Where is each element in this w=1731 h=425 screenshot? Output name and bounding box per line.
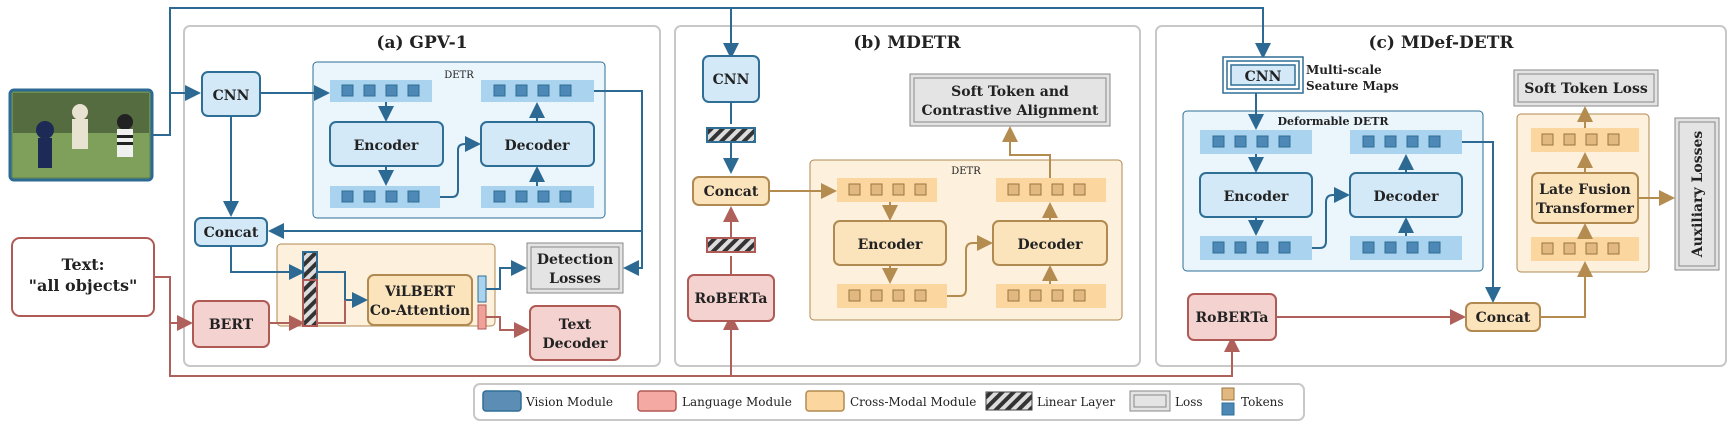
mdetr-roberta-box: [687, 274, 775, 322]
legend-loss-swatch: [1129, 390, 1171, 412]
legend-linear-swatch: [985, 391, 1033, 411]
bert-label: BERT: [209, 317, 254, 333]
mdef-encoder-label: Encoder: [1224, 189, 1289, 205]
legend-vision-label: Vision Module: [525, 395, 613, 409]
mdetr-detr-label: DETR: [951, 166, 981, 177]
mdef-decoder-label: Decoder: [1374, 189, 1440, 205]
mdetr-encoder-label: Encoder: [858, 237, 923, 253]
legend-vision-token-swatch: [1221, 402, 1235, 416]
text-input-line1: Text:: [61, 255, 104, 274]
gpv1-detr-label: DETR: [444, 70, 474, 81]
gpv1-encoder-label: Encoder: [354, 138, 419, 154]
late-fusion-line1: Late Fusion: [1539, 182, 1631, 198]
mdetr-cross-modal-arrows: [769, 126, 1058, 297]
vilbert-co-attention-box: [367, 274, 473, 326]
text-decoder-line2: Decoder: [543, 336, 609, 352]
legend-language-swatch: [637, 390, 677, 412]
mdef-token-squares: [1212, 135, 1441, 254]
vilbert-vision-output-token: [477, 275, 487, 303]
detection-losses-line1: Detection: [537, 252, 613, 268]
legend-vision-swatch: [482, 390, 522, 412]
vilbert-label-line1: ViLBERT: [384, 284, 456, 300]
late-fusion-line2: Transformer: [1536, 201, 1634, 217]
mdetr-concat-label: Concat: [704, 184, 759, 200]
vilbert-language-output-token: [477, 304, 487, 330]
text-input-line2: "all objects": [29, 276, 138, 295]
mdef-cnn-box: [1222, 56, 1304, 94]
legend-cross-token-swatch: [1221, 387, 1235, 401]
mdetr-loss-line1: Soft Token and: [951, 84, 1069, 100]
gpv1-decoder-label: Decoder: [505, 138, 571, 154]
text-decoder-box: [529, 305, 621, 361]
auxiliary-losses-label: Auxiliary Losses: [1690, 131, 1706, 259]
legend-cross-modal-swatch: [805, 390, 845, 412]
legend: [473, 383, 1305, 421]
deformable-detr-label: Deformable DETR: [1277, 115, 1389, 128]
mdetr-loss-line2: Contrastive Alignment: [922, 103, 1100, 119]
multiscale-line2: Seature Maps: [1306, 79, 1399, 93]
late-fusion-token-squares: [1541, 133, 1620, 255]
mdetr-roberta-label: RoBERTa: [694, 291, 767, 307]
legend-cross-modal-label: Cross-Modal Module: [850, 395, 976, 409]
text-decoder-line1: Text: [559, 317, 592, 333]
mdef-cnn-label: CNN: [1245, 69, 1282, 85]
mdef-roberta-label: RoBERTa: [1195, 310, 1268, 326]
gpv1-encoder-input-tokens: [330, 80, 432, 102]
detection-losses-line2: Losses: [549, 271, 601, 287]
mdef-vision-arrows: [1248, 93, 1501, 303]
multiscale-line1: Multi-scale: [1306, 63, 1382, 77]
mdetr-decoder-label: Decoder: [1018, 237, 1084, 253]
mdetr-cnn-label: CNN: [713, 72, 750, 88]
mdef-concat-label: Concat: [1476, 310, 1531, 326]
input-image: [8, 88, 154, 182]
mdetr-vision-linear-layer: [706, 127, 756, 143]
gpv1-language-linear-layer: [302, 279, 318, 327]
gpv1-concat-label: Concat: [204, 225, 259, 241]
vilbert-label-line2: Co-Attention: [370, 303, 470, 319]
gpv1-token-squares: [341, 84, 572, 203]
mdef-cross-modal-arrows: [1540, 106, 1675, 318]
panel-title-mdef-detr: (c) MDef-DETR: [1369, 33, 1515, 53]
gpv1-language-arrows: [154, 276, 1240, 377]
gpv1-cnn-label: CNN: [213, 88, 250, 104]
gpv1-vision-arrows: [152, 7, 1271, 308]
soft-token-loss-label: Soft Token Loss: [1524, 81, 1648, 97]
panel-title-mdetr: (b) MDETR: [853, 33, 961, 53]
legend-loss-label: Loss: [1175, 395, 1203, 409]
legend-linear-label: Linear Layer: [1037, 395, 1115, 409]
panel-title-gpv1: (a) GPV-1: [376, 33, 467, 53]
mdetr-token-squares: [848, 183, 1086, 302]
mdetr-language-linear-layer: [706, 237, 756, 253]
legend-language-label: Language Module: [682, 395, 792, 409]
legend-tokens-label: Tokens: [1241, 395, 1284, 409]
